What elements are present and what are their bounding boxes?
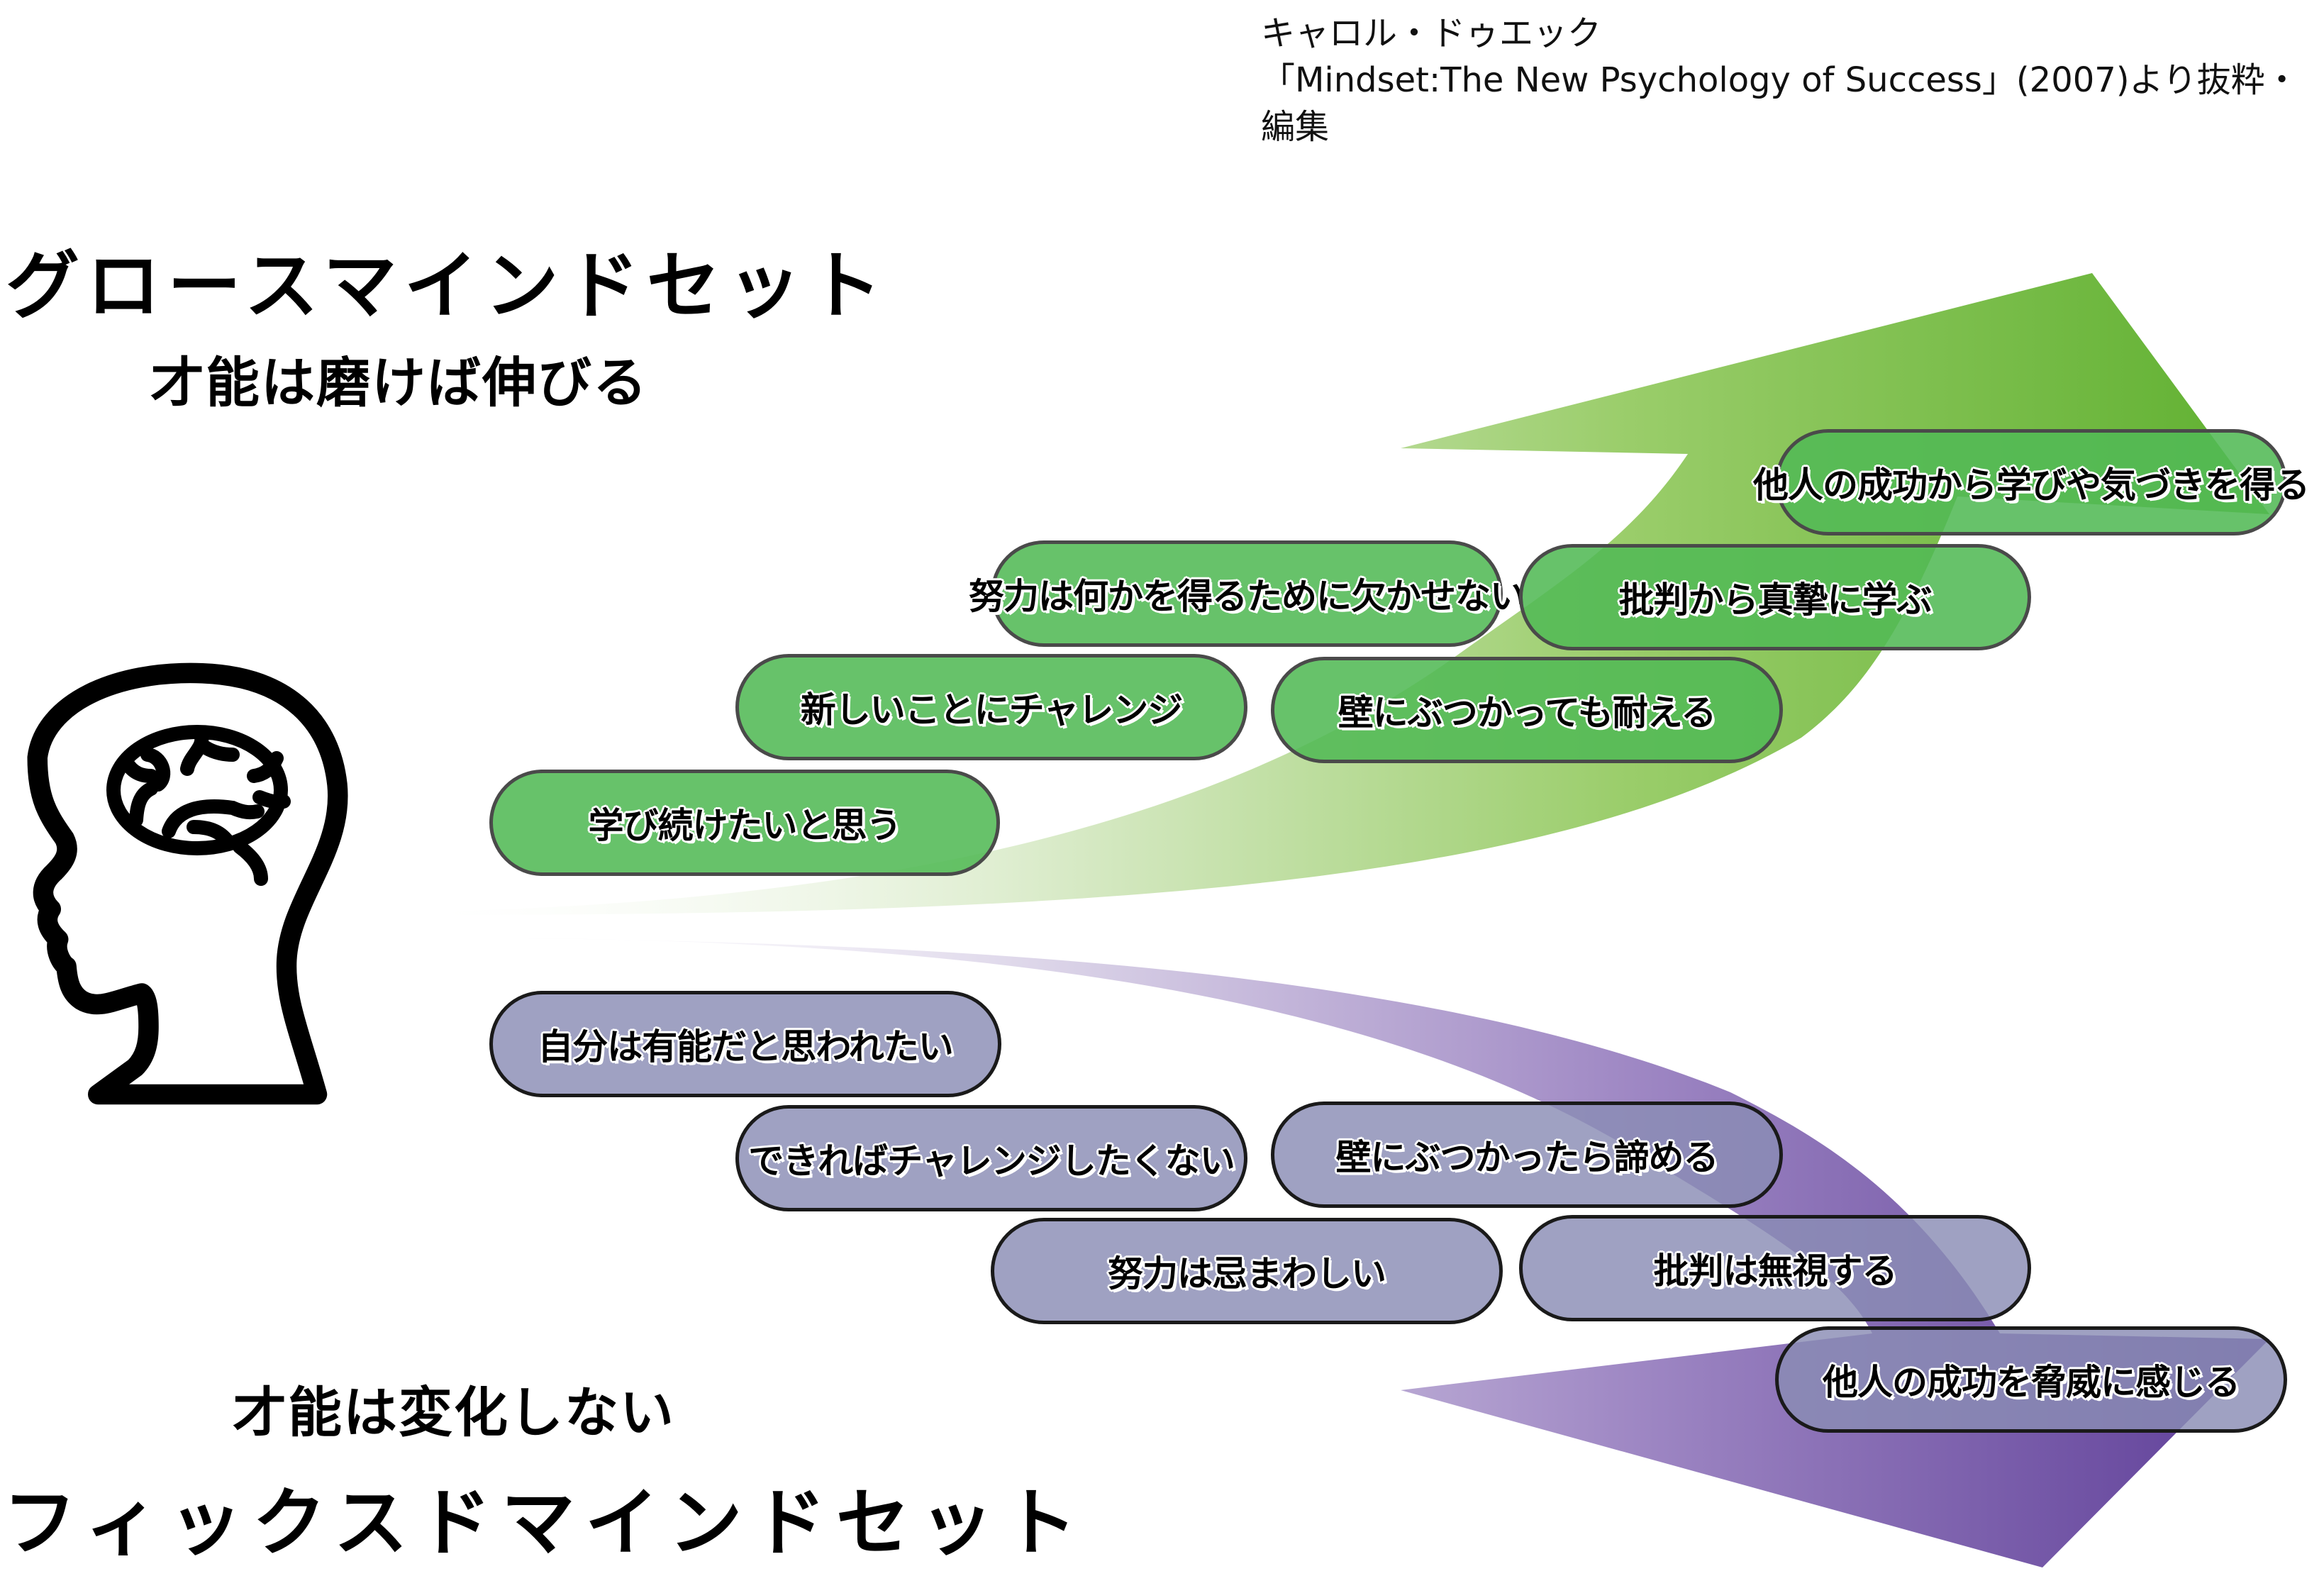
growth-item: 努力は何かを得るために欠かせない xyxy=(969,540,1525,647)
fixed-item: 他人の成功を脅威に感じる xyxy=(1775,1326,2287,1433)
fixed-item: できればチャレンジしたくない xyxy=(735,1105,1247,1211)
fixed-item: 壁にぶつかったら諦める xyxy=(1271,1101,1783,1208)
fixed-item: 自分は有能だと思われたい xyxy=(489,991,1001,1097)
citation-author: キャロル・ドゥエック xyxy=(1261,13,1602,53)
citation-note: 編集 xyxy=(1261,107,1330,147)
growth-item: 壁にぶつかっても耐える xyxy=(1271,657,1783,763)
fixed-item: 努力は忌まわしい xyxy=(991,1218,1503,1324)
fixed-mindset-title: フィックスドマインドセット xyxy=(3,1480,1087,1566)
growth-mindset-subtitle: 才能は磨けば伸びる xyxy=(150,351,648,414)
growth-item: 学び続けたいと思う xyxy=(489,770,1000,876)
citation: キャロル・ドゥエック 「Mindset:The New Psychology o… xyxy=(1261,10,2311,150)
citation-work: 「Mindset:The New Psychology of Success」(… xyxy=(1261,60,2299,100)
growth-item: 新しいことにチャレンジ xyxy=(735,654,1247,760)
growth-mindset-title: グロースマインドセット xyxy=(6,243,889,329)
fixed-mindset-subtitle: 才能は変化しない xyxy=(233,1381,675,1444)
fixed-item: 批判は無視する xyxy=(1519,1215,2031,1321)
growth-item: 他人の成功から学びや気づきを得る xyxy=(1753,429,2310,535)
head-with-brain-icon xyxy=(27,662,348,1105)
growth-item: 批判から真摯に学ぶ xyxy=(1519,544,2031,650)
